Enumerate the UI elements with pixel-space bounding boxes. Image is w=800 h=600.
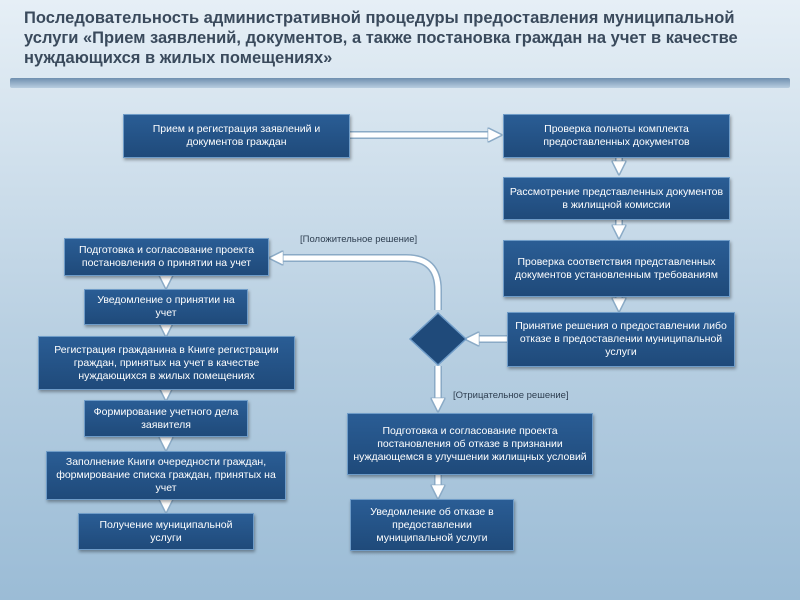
arrow-diamond-to-acceptance [276,254,442,310]
step-register-citizen: Регистрация гражданина в Книге регистрац… [38,336,295,390]
step-form-file: Формирование учетного дела заявителя [84,400,248,437]
page-title: Последовательность административной проц… [24,9,738,67]
step-prepare-refusal: Подготовка и согласование проекта постан… [347,413,593,475]
step-reception: Прием и регистрация заявлений и документ… [123,114,350,158]
decision-diamond [408,311,468,367]
step-notify-refusal: Уведомление об отказе в предоставлении м… [350,499,514,551]
title-divider [10,78,790,88]
label-negative-decision: [Отрицательное решение] [453,390,569,401]
step-queue-book: Заполнение Книги очередности граждан, фо… [46,451,286,500]
step-compliance-check: Проверка соответствия представленных док… [503,240,730,297]
step-notify-acceptance: Уведомление о принятии на учет [84,289,248,325]
step-commission-review: Рассмотрение представленных документов в… [503,177,730,220]
step-prepare-acceptance: Подготовка и согласование проекта постан… [64,238,269,276]
step-completeness-check: Проверка полноты комплекта предоставленн… [503,114,730,158]
step-service-received: Получение муниципальной услуги [78,513,254,550]
step-decision: Принятие решения о предоставлении либо о… [507,312,735,367]
label-positive-decision: [Положительное решение] [300,234,418,245]
